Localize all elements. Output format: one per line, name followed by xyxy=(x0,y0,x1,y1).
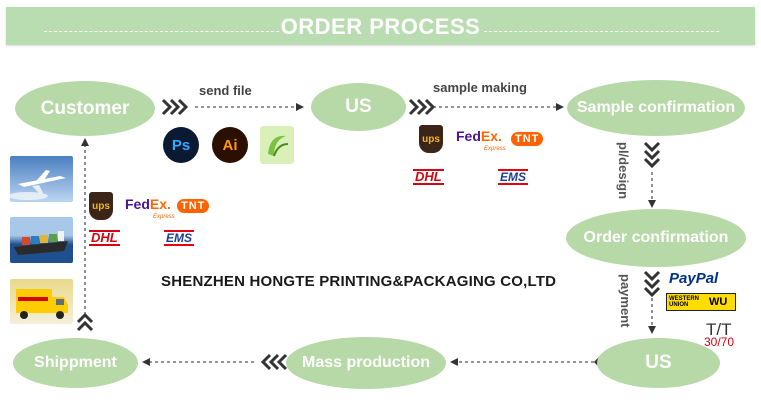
paypal-logo-label: PayPal xyxy=(669,270,719,287)
western-union-wordmark: WESTERN UNION xyxy=(667,296,709,308)
ems-logo: EMS xyxy=(164,230,195,246)
paypal-logo: PayPal xyxy=(669,270,718,287)
western-union-line-1: WESTERN xyxy=(669,296,699,302)
tnt-logo: TNT xyxy=(177,199,210,213)
ups-logo: ups xyxy=(419,125,443,153)
ups-logo-label: ups xyxy=(422,133,440,145)
illustrator-icon-label: Ai xyxy=(222,136,238,154)
dhl-logo: DHL xyxy=(89,230,120,246)
banner-divider-left xyxy=(44,31,279,32)
chevron-icon xyxy=(643,157,661,169)
chevron-icon xyxy=(416,98,428,116)
cargo-ship-photo xyxy=(10,217,73,263)
node-us-top: US xyxy=(311,83,406,131)
fedex-logo-sub: Express xyxy=(153,214,175,220)
fedex-logo-ex: Ex. xyxy=(480,128,502,144)
chevron-icon xyxy=(643,270,661,282)
fedex-logo-fed: Fed xyxy=(125,196,150,212)
tnt-logo: TNT xyxy=(511,132,544,146)
edge-label-pl-design: pl/design xyxy=(616,142,631,200)
chevron-icon xyxy=(424,98,436,116)
arrowhead-customer xyxy=(81,138,89,146)
node-customer-label: Customer xyxy=(40,97,130,119)
fedex-logo-ex: Ex. xyxy=(149,196,171,212)
delivery-truck-photo xyxy=(10,279,73,324)
chevron-icon xyxy=(276,353,288,371)
photoshop-icon: Ps xyxy=(163,127,199,163)
chevron-icon xyxy=(169,98,181,116)
fedex-logo-fed: Fed xyxy=(456,128,481,144)
ups-logo-label: ups xyxy=(92,200,110,212)
arrowhead-us xyxy=(296,103,304,111)
edge-label-payment: payment xyxy=(618,274,633,328)
edge-label-sample-making: sample making xyxy=(433,80,527,95)
chevron-icon xyxy=(408,98,420,116)
chevron-icon xyxy=(643,141,661,153)
arrowhead-us-bottom xyxy=(648,326,656,334)
node-order-confirmation-label: Order confirmation xyxy=(583,229,729,246)
chevron-icon xyxy=(643,286,661,298)
dhl-logo: DHL xyxy=(413,169,444,185)
node-shippment-label: Shippment xyxy=(34,354,117,371)
company-name: SHENZHEN HONGTE PRINTING&PACKAGING CO,LT… xyxy=(161,273,557,290)
photoshop-icon-label: Ps xyxy=(171,136,191,154)
node-us-bottom-label: US xyxy=(645,352,672,373)
edge-label-send-file: send file xyxy=(199,83,252,98)
airplane-photo xyxy=(10,156,73,202)
node-us-top-label: US xyxy=(345,96,372,117)
page-title: ORDER PROCESS xyxy=(280,14,481,39)
chevron-icon xyxy=(177,98,189,116)
node-sample-confirmation-label: Sample confirmation xyxy=(576,99,736,116)
ups-logo: ups xyxy=(89,192,113,220)
fedex-logo-sub: Express xyxy=(484,146,506,152)
chevron-icon xyxy=(268,353,280,371)
node-shippment: Shippment xyxy=(13,338,138,388)
arrowhead-shippment xyxy=(142,358,150,366)
arrowhead-order xyxy=(648,200,656,208)
arrowhead-sample xyxy=(556,103,564,111)
chevron-icon xyxy=(76,312,94,324)
coreldraw-icon xyxy=(260,126,294,164)
node-mass-production: Mass production xyxy=(286,337,446,389)
tt-label: T/T xyxy=(706,320,732,339)
chevron-icon xyxy=(161,98,173,116)
chevron-icon xyxy=(643,149,661,161)
node-customer: Customer xyxy=(15,81,155,136)
fedex-logo: FedEx. Express xyxy=(456,128,506,155)
node-us-bottom: US xyxy=(597,338,720,388)
chevron-icon xyxy=(260,353,272,371)
chevron-icon xyxy=(76,320,94,332)
ems-logo: EMS xyxy=(498,169,529,185)
tt-terms: 30/70 xyxy=(704,335,735,349)
node-order-confirmation: Order confirmation xyxy=(566,209,746,267)
western-union-wu: WU xyxy=(709,296,728,308)
title-banner: ORDER PROCESS xyxy=(6,7,755,45)
node-sample-confirmation: Sample confirmation xyxy=(567,80,745,136)
illustrator-icon: Ai xyxy=(212,127,248,163)
chevron-icon xyxy=(643,278,661,290)
node-mass-production-label: Mass production xyxy=(301,354,430,371)
banner-divider-right xyxy=(484,31,719,32)
western-union-line-2: UNION xyxy=(669,302,689,308)
western-union-logo: WESTERN UNION WU xyxy=(666,293,736,311)
arrowhead-mass xyxy=(450,358,458,366)
fedex-logo: FedEx. Express xyxy=(125,196,175,223)
